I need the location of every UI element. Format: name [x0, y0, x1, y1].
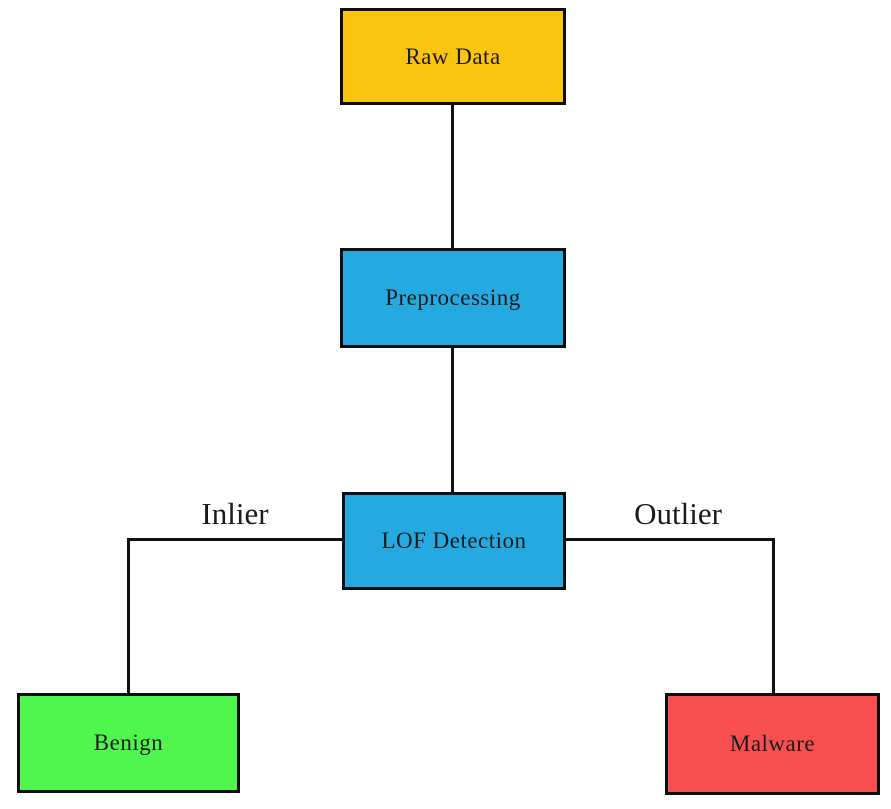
node-raw-data: Raw Data [340, 8, 566, 105]
node-malware: Malware [665, 693, 880, 795]
node-lof-detection: LOF Detection [342, 492, 566, 590]
connector-rawdata-preprocessing [451, 105, 454, 248]
node-benign: Benign [17, 693, 240, 793]
connector-inlier-horizontal [127, 538, 342, 541]
edge-label-inlier: Inlier [201, 496, 269, 531]
connector-preprocessing-lofdetection [451, 348, 454, 492]
node-preprocessing: Preprocessing [340, 248, 566, 348]
connector-outlier-horizontal [566, 538, 775, 541]
connector-outlier-vertical [772, 538, 775, 693]
connector-inlier-vertical [127, 538, 130, 693]
edge-label-outlier: Outlier [634, 496, 722, 531]
